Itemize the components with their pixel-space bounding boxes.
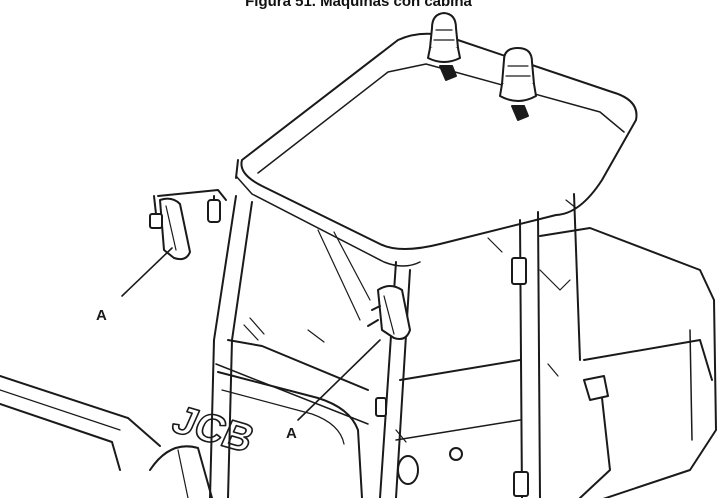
door-fittings (375, 257, 609, 497)
callout-label-left: A (96, 307, 107, 324)
beacon-left-icon (427, 12, 461, 81)
leader-line-right (297, 339, 381, 421)
cab-frame (209, 193, 581, 499)
cab-body (395, 199, 717, 501)
loader-arm (0, 375, 213, 499)
brand-logo: JCB (166, 398, 261, 461)
front-bonnet (217, 371, 363, 499)
callout-label-right: A (286, 425, 297, 442)
mirror-right (367, 285, 411, 340)
mirror-left (149, 189, 227, 261)
leader-line-left (121, 247, 173, 297)
windscreen (243, 229, 371, 343)
figure-caption: Figura 51. Máquinas con cabina (245, 0, 472, 10)
beacon-right-icon (499, 47, 537, 121)
